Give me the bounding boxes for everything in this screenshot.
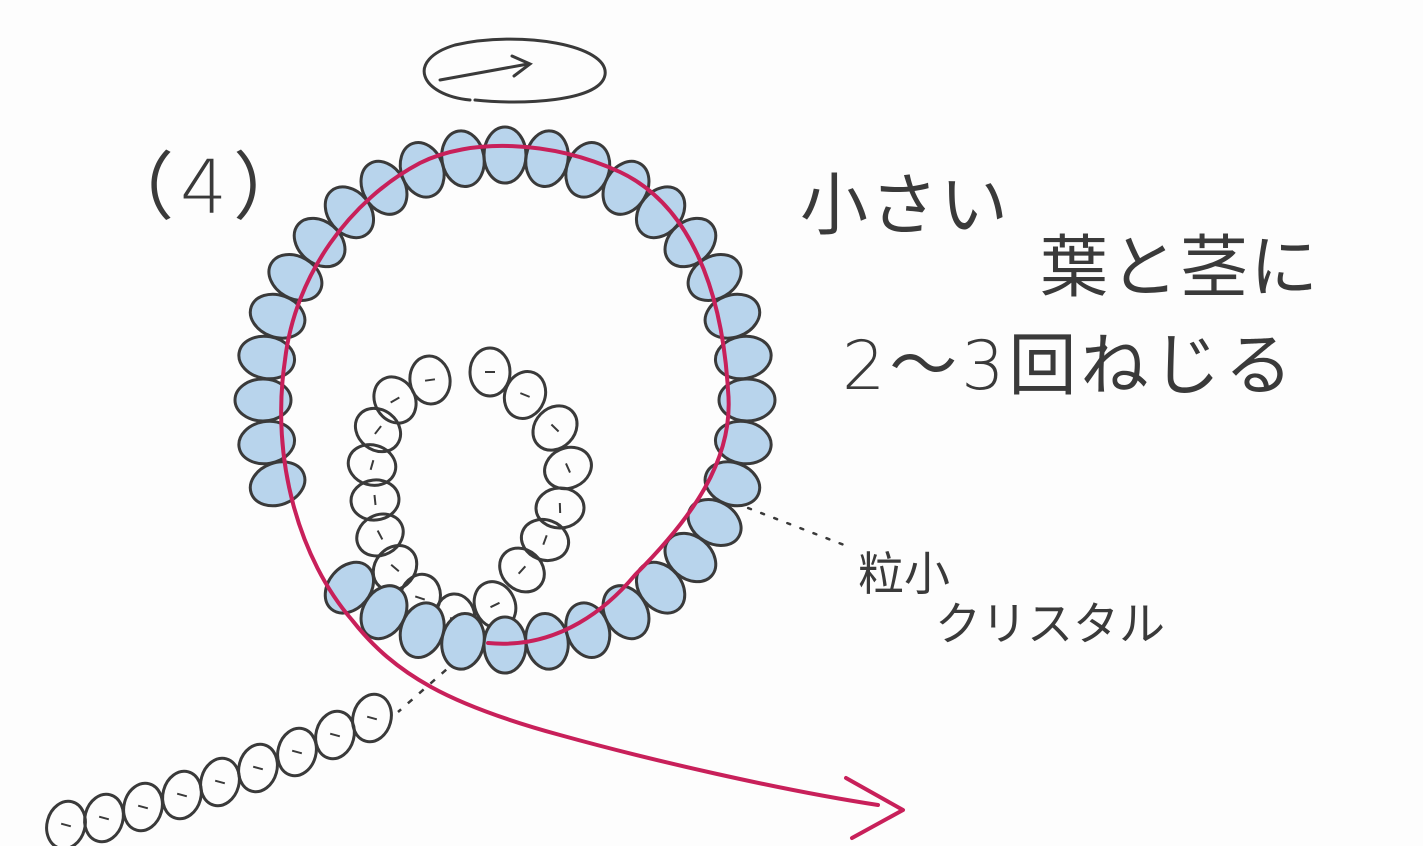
- leaf-bead: [353, 406, 403, 454]
- leaf-bead: [349, 478, 401, 522]
- instruction-line-2: 葉と茎に: [1040, 229, 1321, 308]
- step-number: （4）: [100, 145, 314, 231]
- bead-hole-mark: [490, 601, 500, 609]
- crystal-bead: [237, 419, 297, 466]
- stem-bead: [45, 799, 87, 846]
- instruction-line-1: 小さい: [800, 167, 1011, 246]
- bead-hole-mark: [291, 749, 303, 755]
- stem-beads: [45, 692, 393, 846]
- stem-bead: [237, 742, 279, 794]
- leaf-bead: [468, 346, 512, 398]
- leaf-bead: [531, 404, 579, 452]
- bead-hole-mark: [565, 463, 571, 473]
- leaf-bead: [543, 445, 593, 491]
- instruction-line-3: 2〜3回ねじる: [842, 327, 1297, 406]
- bead-hole-mark: [542, 534, 548, 546]
- circular-arrow-icon: [422, 37, 607, 104]
- crystal-bead: [713, 419, 773, 466]
- crystal-bead: [482, 125, 528, 185]
- bead-hole-mark: [390, 564, 400, 572]
- outer-crystal-beads: [233, 125, 777, 675]
- bead-hole-mark: [252, 765, 264, 771]
- stem-bead: [314, 709, 356, 761]
- bead-hole-mark: [176, 792, 188, 798]
- bead-hole-mark: [376, 530, 384, 540]
- stem-bead: [351, 692, 393, 744]
- bead-hole-mark: [390, 396, 400, 404]
- bead-hole-mark: [424, 378, 436, 382]
- wire-loop: [279, 143, 880, 807]
- bead-hole-mark: [214, 779, 226, 785]
- stem-bead: [199, 756, 241, 808]
- bead-hole-mark: [366, 715, 378, 721]
- bead-hole-mark: [98, 815, 110, 821]
- bead-hole-mark: [414, 595, 426, 601]
- stem-bead: [161, 769, 203, 821]
- bead-hole-mark: [369, 459, 375, 471]
- bead-label-line-2: クリスタル: [935, 597, 1165, 651]
- bead-hole-mark: [519, 392, 531, 398]
- stem-bead: [276, 726, 318, 778]
- bead-label-line-1: 粒小: [858, 547, 950, 601]
- leaf-bead: [498, 546, 546, 594]
- bead-hole-mark: [374, 425, 382, 435]
- bead-hole-mark: [60, 822, 72, 828]
- stem-bead: [83, 792, 125, 844]
- leaf-bead: [346, 443, 398, 487]
- wire-arrowhead: [844, 776, 905, 840]
- leaf-bead: [502, 370, 548, 420]
- label-leader-line: [720, 496, 854, 550]
- leaf-bead: [408, 354, 452, 406]
- leaf-bead: [355, 512, 405, 558]
- bead-hole-mark: [329, 732, 341, 738]
- bead-hole-mark: [373, 494, 377, 506]
- bead-hole-mark: [137, 804, 149, 810]
- bead-hole-mark: [517, 565, 527, 575]
- bead-hole-mark: [550, 423, 560, 433]
- stem-bead: [122, 781, 164, 833]
